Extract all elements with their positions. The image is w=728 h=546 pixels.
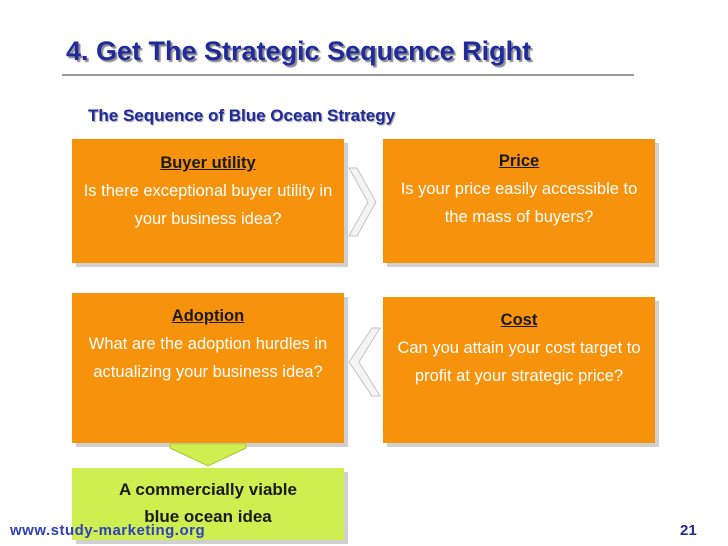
step-price: Price Is your price easily accessible to… <box>383 139 655 263</box>
page-number: 21 <box>680 522 697 539</box>
footer-website: www.study-marketing.org <box>10 522 206 539</box>
step-cost-question: Can you attain your cost target to profi… <box>397 339 641 385</box>
slide-title: 4. Get The Strategic Sequence Right <box>66 36 532 66</box>
step-price-question: Is your price easily accessible to the m… <box>400 180 638 226</box>
step-adoption: Adoption What are the adoption hurdles i… <box>72 293 344 443</box>
step-buyer-utility-question: Is there exceptional buyer utility in yo… <box>83 182 333 228</box>
arrow-left-icon <box>348 327 381 397</box>
step-adoption-heading: Adoption <box>171 307 245 325</box>
arrow-right-icon <box>348 167 377 237</box>
step-buyer-utility: Buyer utility Is there exceptional buyer… <box>72 139 344 263</box>
step-adoption-question: What are the adoption hurdles in actuali… <box>88 335 328 381</box>
result-blue-ocean-idea: A commercially viable blue ocean idea <box>72 468 344 540</box>
slide-subtitle: The Sequence of Blue Ocean Strategy <box>88 106 396 125</box>
arrow-down-icon <box>169 443 247 467</box>
step-price-heading: Price <box>498 152 540 170</box>
step-cost: Cost Can you attain your cost target to … <box>383 297 655 443</box>
title-divider <box>62 74 634 76</box>
result-line-2: blue ocean idea <box>144 507 272 526</box>
step-buyer-utility-heading: Buyer utility <box>160 154 256 172</box>
step-cost-heading: Cost <box>500 311 538 329</box>
result-line-1: A commercially viable <box>119 480 297 499</box>
